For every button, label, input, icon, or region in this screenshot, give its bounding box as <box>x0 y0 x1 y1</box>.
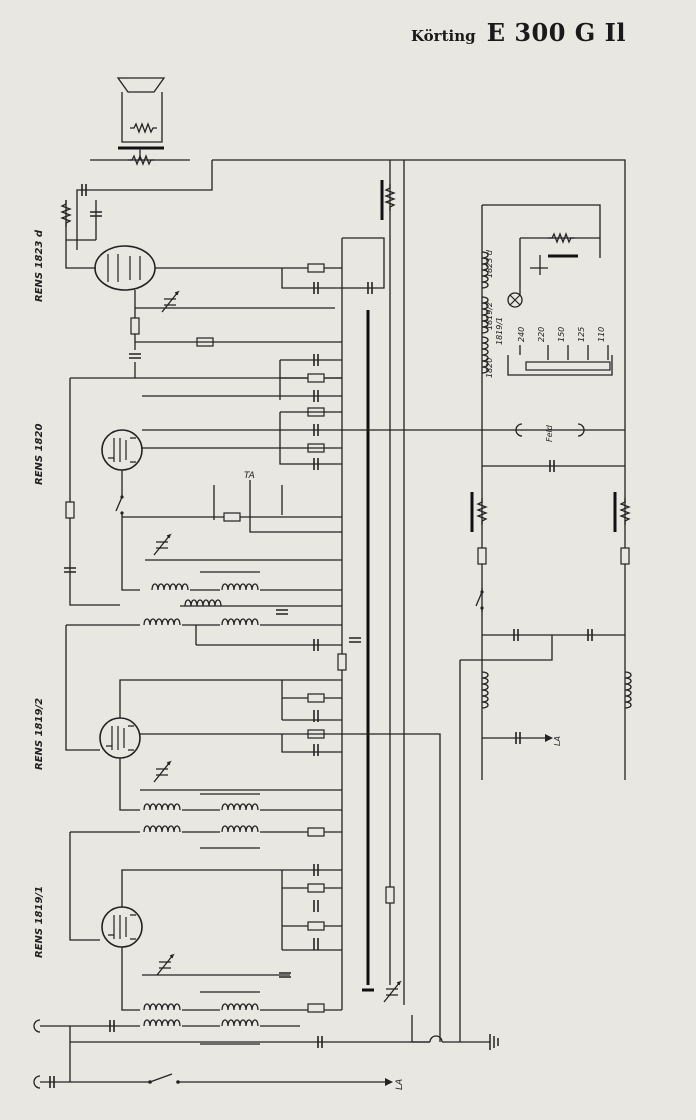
rectifier-label-1: 1819/2 <box>485 302 494 330</box>
rectifier-label-2: 1819/1 <box>495 317 504 345</box>
mains-tap-0: 240 <box>517 327 526 342</box>
mains-tap-2: 150 <box>557 327 566 342</box>
power-transformer <box>481 204 613 780</box>
rf-stage-1 <box>69 832 401 1045</box>
mains-tap-4: 110 <box>597 327 606 342</box>
output-tube <box>65 237 385 379</box>
rf-stage-2 <box>65 618 441 1042</box>
tube-label-output: RENS 1823 d <box>34 229 45 302</box>
page-title: Körting E 300 G Il <box>411 18 626 47</box>
mains-filter <box>459 492 632 1042</box>
rectifier-labels: 1823 d 1819/2 1819/1 1820 <box>485 249 504 378</box>
earth-symbol <box>429 1034 499 1050</box>
detector-stage: TA <box>63 353 625 615</box>
tube-label-rf2: RENS 1819/2 <box>34 698 45 770</box>
brand-name: Körting <box>410 27 476 45</box>
field-coil <box>482 423 625 473</box>
tube-label-detector: RENS 1820 <box>34 424 45 485</box>
mains-tap-1: 220 <box>537 327 546 342</box>
antenna-label: LA <box>553 736 562 746</box>
antenna-label-bottom: LA <box>395 1079 405 1090</box>
model-number: E 300 G Il <box>486 18 626 47</box>
rf-coil-set-2 <box>70 793 342 849</box>
main-rails <box>70 159 626 1043</box>
field-label: Feld <box>545 424 554 442</box>
mains-taps: 240 220 150 125 110 <box>517 327 606 342</box>
rectifier-label-0: 1823 d <box>485 249 494 278</box>
loudspeaker <box>61 77 213 250</box>
antenna-input <box>33 1019 393 1089</box>
mains-tap-3: 125 <box>577 327 586 342</box>
dropping-resistor <box>380 180 395 220</box>
tube-label-rf1: RENS 1819/1 <box>34 886 45 958</box>
pickup-label: TA <box>244 471 255 481</box>
rectifier-label-3: 1820 <box>485 358 494 378</box>
